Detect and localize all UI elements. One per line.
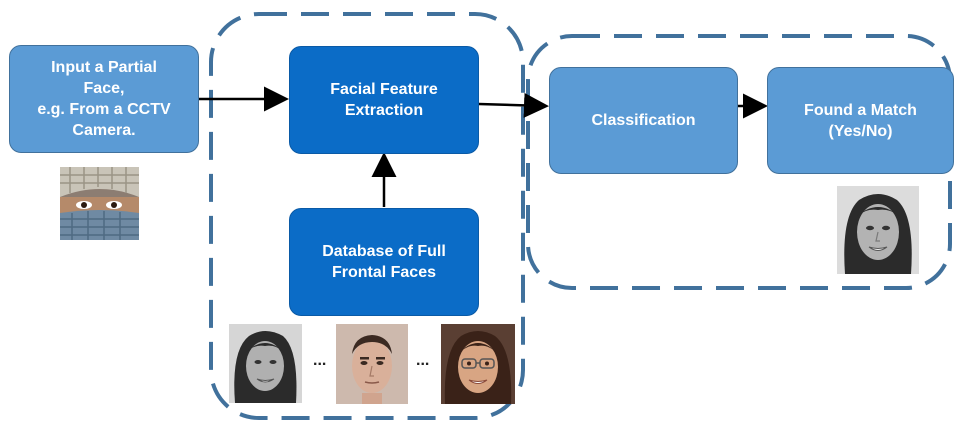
arrow-extraction-to-classification bbox=[478, 92, 549, 118]
classification-box: Classification bbox=[549, 67, 738, 174]
partial-face-photo bbox=[60, 167, 139, 240]
database-face-photo-3 bbox=[441, 324, 515, 404]
found-match-box: Found a Match (Yes/No) bbox=[767, 67, 954, 174]
database-face-photo-2 bbox=[336, 324, 408, 404]
input-partial-face-label: Input a Partial Face, e.g. From a CCTV C… bbox=[37, 59, 171, 139]
matched-face-photo bbox=[837, 186, 919, 274]
classification-label: Classification bbox=[591, 112, 696, 129]
database-label: Database of Full Frontal Faces bbox=[322, 243, 446, 281]
facial-feature-extraction-box: Facial Feature Extraction bbox=[289, 46, 479, 154]
ellipsis-1: ... bbox=[313, 352, 327, 369]
database-face-photo-1 bbox=[229, 324, 302, 403]
facial-feature-extraction-label: Facial Feature Extraction bbox=[330, 81, 438, 119]
found-match-label: Found a Match (Yes/No) bbox=[804, 101, 917, 140]
feature-group-outline bbox=[209, 12, 525, 420]
input-partial-face-box: Input a Partial Face, e.g. From a CCTV C… bbox=[9, 45, 199, 153]
ellipsis-2: ... bbox=[416, 352, 430, 369]
database-box: Database of Full Frontal Faces bbox=[289, 208, 479, 316]
